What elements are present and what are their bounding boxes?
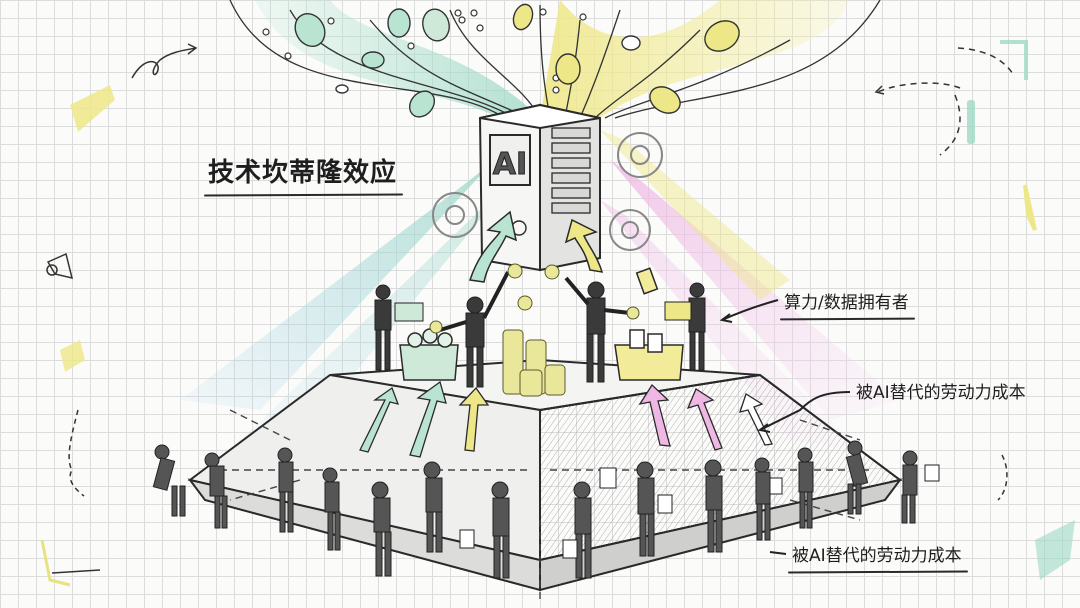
label-text: 被AI替代的劳动力成本 xyxy=(856,383,1026,403)
figure-right-box xyxy=(664,282,706,371)
figure-suit-left xyxy=(439,271,510,388)
upward-arrows xyxy=(359,380,773,458)
label-text: 算力/数据拥有者 xyxy=(784,293,909,313)
color-scribbles xyxy=(40,40,1075,587)
label-text: 被AI替代的劳动力成本 xyxy=(792,546,962,566)
treasure-boxes xyxy=(399,267,684,381)
label-arrows xyxy=(719,299,851,555)
label-replaced-labor-cost-upper: 被AI替代的劳动力成本 xyxy=(856,378,1026,403)
figure-left-box xyxy=(374,284,424,371)
elite-figures xyxy=(374,271,706,388)
crowd-papers xyxy=(459,464,940,559)
light-beams xyxy=(180,130,900,460)
crowd-figures xyxy=(152,440,918,579)
server-ai-text: AI xyxy=(493,147,527,182)
label-compute-data-owners: 算力/数据拥有者 xyxy=(779,288,915,321)
flying-coins xyxy=(294,3,740,118)
data-flow-plume xyxy=(229,0,881,119)
figure-suit-right xyxy=(564,276,631,383)
megaphone-icon xyxy=(46,252,74,280)
title-text: 技术坎蒂隆效应 xyxy=(208,158,398,188)
doodles xyxy=(51,43,1014,574)
label-replaced-labor-cost-lower: 被AI替代的劳动力成本 xyxy=(787,541,968,574)
gears xyxy=(432,132,663,251)
server-arrows xyxy=(469,210,604,283)
illustration-title: 技术坎蒂隆效应 xyxy=(203,152,404,197)
coin-stacks xyxy=(429,263,640,397)
